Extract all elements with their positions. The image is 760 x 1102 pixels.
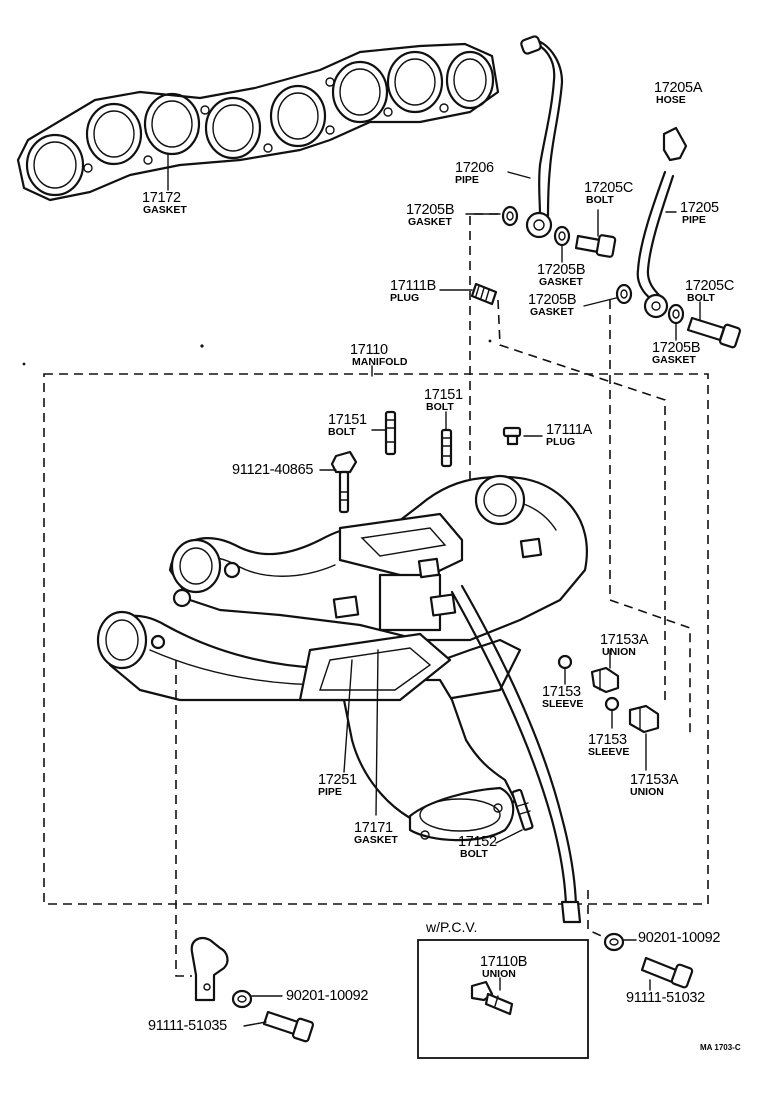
washer-90201-10092-left — [231, 989, 253, 1009]
pipe-17205 — [636, 170, 675, 319]
pcv-inset-title: w/P.C.V. — [425, 919, 477, 935]
stud-bolt-17151-left — [384, 410, 397, 456]
part-name-manifold: MANIFOLD — [352, 356, 408, 368]
part-number-90201-10092-left: 90201-10092 — [286, 988, 368, 1004]
part-name-gasket-6: GASKET — [354, 834, 398, 846]
part-number-17205A: 17205A — [654, 80, 703, 96]
part-number-17205B-center: 17205B — [537, 262, 585, 278]
part-name-gasket-3: GASKET — [530, 306, 574, 318]
part-number-17172: 17172 — [142, 190, 181, 206]
part-name-gasket-5: GASKET — [539, 276, 583, 288]
plug-17111B — [470, 282, 498, 306]
pipe-17206 — [520, 35, 564, 239]
bolt-17205C-top — [574, 234, 617, 258]
part-name-gasket: GASKET — [143, 204, 187, 216]
washer-90201-10092-right — [603, 932, 625, 952]
bolt-17205C-right — [686, 316, 742, 349]
part-name-union-3: UNION — [482, 968, 516, 980]
stud-bolt-17151-right — [440, 428, 453, 468]
manifold-group-boundary — [43, 373, 709, 905]
part-number-17153-left: 17153 — [542, 684, 581, 700]
part-name-pipe-3: PIPE — [318, 786, 342, 798]
part-number-17151-right: 17151 — [424, 387, 463, 403]
gasket-17205B-washer-b — [553, 225, 571, 247]
part-number-17110B: 17110B — [480, 954, 527, 970]
part-name-sleeve: SLEEVE — [542, 698, 583, 710]
part-name-bolt-3: BOLT — [426, 401, 454, 413]
part-number-17171: 17171 — [354, 820, 393, 836]
manifold-gasket-17172 — [16, 42, 500, 202]
part-name-bolt-2: BOLT — [687, 292, 715, 304]
part-number-17111B: 17111B — [390, 278, 436, 294]
bolt-91111-51035 — [262, 1010, 315, 1043]
part-name-pipe-2: PIPE — [682, 214, 706, 226]
part-number-17153A-top: 17153A — [600, 632, 649, 648]
bracket — [190, 936, 229, 1002]
part-name-bolt-5: BOLT — [460, 848, 488, 860]
part-number-17153A-bottom: 17153A — [630, 772, 679, 788]
sleeve-17153-left — [557, 654, 573, 670]
part-number-17205B-left: 17205B — [406, 202, 454, 218]
union-17153A-top — [590, 666, 620, 694]
pcv-pipe — [450, 584, 582, 924]
part-name-plug: PLUG — [390, 292, 419, 304]
part-number-17152: 17152 — [458, 834, 497, 850]
stud-bolt-17152 — [511, 788, 534, 831]
union-17153A-bottom — [628, 704, 660, 734]
part-number-91121-40865: 91121-40865 — [232, 462, 313, 478]
part-number-17153-right: 17153 — [588, 732, 627, 748]
gasket-17205B-washer-a — [501, 205, 519, 227]
part-number-17205B-lower: 17205B — [652, 340, 700, 356]
reference-code: MA 1703-C — [700, 1043, 741, 1052]
part-name-bolt-4: BOLT — [328, 426, 356, 438]
part-name-pipe: PIPE — [455, 174, 479, 186]
part-number-17205C-right: 17205C — [685, 278, 734, 294]
union-17110B — [470, 980, 514, 1016]
part-number-17205B-mid: 17205B — [528, 292, 576, 308]
part-number-17111A: 17111A — [546, 422, 593, 438]
plug-17111A — [502, 426, 522, 446]
part-name-bolt: BOLT — [586, 194, 614, 206]
part-number-17110: 17110 — [350, 342, 388, 358]
part-name-hose: HOSE — [656, 94, 686, 106]
part-number-91111-51035: 91111-51035 — [148, 1018, 227, 1034]
pcv-inset-box — [417, 939, 589, 1059]
part-number-90201-10092-right: 90201-10092 — [638, 930, 720, 946]
bolt-91111-51032 — [640, 956, 694, 989]
bolt-91121-40865 — [330, 450, 358, 514]
part-number-17206: 17206 — [455, 160, 494, 176]
part-number-17151-left: 17151 — [328, 412, 367, 428]
part-name-plug-2: PLUG — [546, 436, 575, 448]
gasket-17205B-washer-c — [615, 283, 633, 305]
exhaust-manifold-17110 — [96, 474, 588, 842]
part-name-union: UNION — [602, 646, 636, 658]
part-name-union-2: UNION — [630, 786, 664, 798]
part-name-gasket-2: GASKET — [408, 216, 452, 228]
part-number-91111-51032: 91111-51032 — [626, 990, 705, 1006]
sleeve-17153-right — [604, 696, 620, 712]
part-number-17205: 17205 — [680, 200, 719, 216]
part-name-gasket-4: GASKET — [652, 354, 696, 366]
hose-17205A — [662, 126, 688, 162]
gasket-17205B-washer-d — [667, 303, 685, 325]
part-number-17251: 17251 — [318, 772, 357, 788]
part-number-17205C-top: 17205C — [584, 180, 633, 196]
part-name-sleeve-2: SLEEVE — [588, 746, 629, 758]
